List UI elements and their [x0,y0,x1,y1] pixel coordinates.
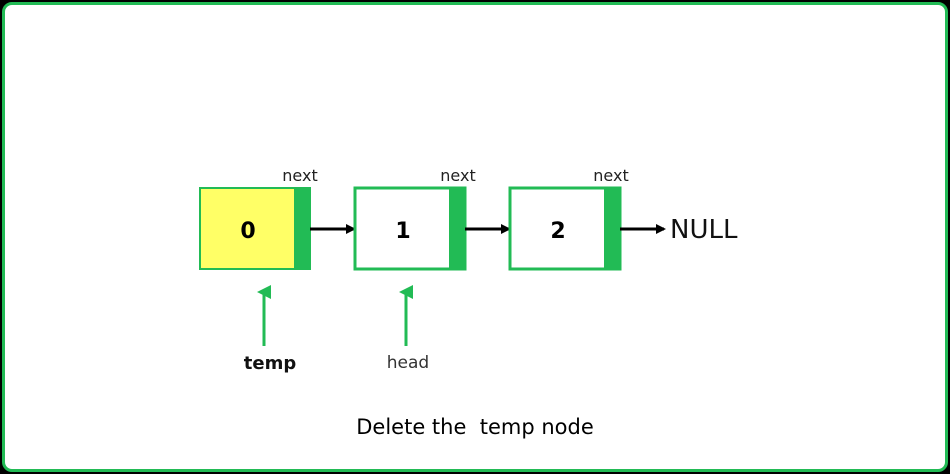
node-data-box [508,186,622,271]
list-node-1: next 1 [353,166,476,271]
node-data-box [353,186,467,271]
list-node-2: next 2 [508,166,629,271]
node-next-pointer [449,188,465,269]
head-pointer-label: head [387,353,429,373]
node-data-box [199,187,311,270]
temp-pointer-label: temp [244,353,297,374]
diagram-caption: Delete the temp node [356,415,594,439]
node-value: 2 [550,219,565,244]
next-label: next [593,166,628,185]
null-label: NULL [670,215,738,245]
node-value: 1 [395,219,410,244]
next-label: next [282,166,317,185]
list-node-0: next 0 [199,166,318,270]
node-next-pointer [604,188,620,269]
node-value: 0 [240,219,255,244]
node-next-pointer [294,188,310,269]
next-label: next [440,166,475,185]
